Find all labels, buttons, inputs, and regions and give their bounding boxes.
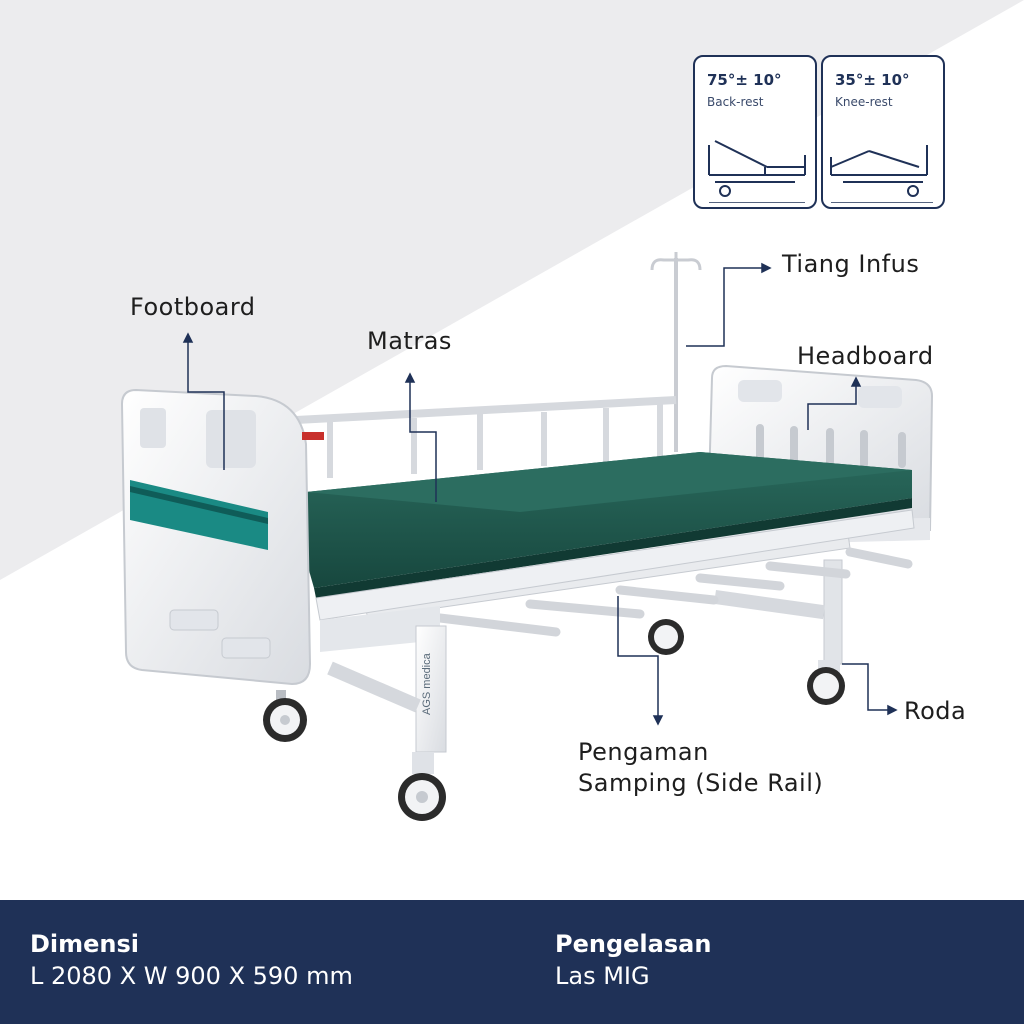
wheel-back-mid (648, 619, 684, 655)
label-footboard: Footboard (130, 293, 256, 321)
label-matras: Matras (367, 327, 452, 355)
backrest-angle: 75°± 10° (707, 71, 782, 89)
kneerest-angle-card: 35°± 10° Knee-rest (821, 55, 945, 209)
wheel-front-left (263, 690, 307, 742)
brand-mark: AGS medica (421, 652, 433, 715)
footboard (120, 388, 324, 686)
dimension-value: L 2080 X W 900 X 590 mm (30, 962, 353, 990)
arrow-right-icon (761, 262, 772, 274)
arrow-down-icon (652, 715, 664, 726)
label-side-rail-line1: Pengaman (578, 738, 709, 766)
side-rail-back (295, 396, 677, 478)
wheel-back-right (807, 660, 845, 705)
hospital-bed-illustration: AGS medica (120, 252, 934, 821)
iv-pole (650, 252, 702, 452)
callout-lines (182, 262, 898, 726)
mattress (306, 452, 912, 598)
wheel-front-right (398, 752, 446, 821)
bed-frame-front (315, 509, 915, 753)
welding-title: Pengelasan (555, 930, 712, 958)
label-roda: Roda (904, 697, 967, 725)
label-side-rail-line2: Samping (Side Rail) (578, 769, 824, 797)
kneerest-label: Knee-rest (835, 95, 893, 109)
welding-value: Las MIG (555, 962, 650, 990)
arrow-up-icon (404, 372, 416, 383)
kneerest-angle: 35°± 10° (835, 71, 910, 89)
dimension-title: Dimensi (30, 930, 140, 958)
backrest-diagram-icon (708, 140, 806, 203)
arrow-up-icon (182, 332, 194, 343)
arrow-right-icon (887, 704, 898, 716)
backrest-label: Back-rest (707, 95, 764, 109)
kneerest-diagram-icon (830, 145, 933, 203)
caster-wheels (263, 619, 845, 821)
label-tiang-infus: Tiang Infus (782, 250, 920, 278)
backrest-angle-card: 75°± 10° Back-rest (693, 55, 817, 209)
arrow-up-icon (850, 376, 862, 387)
spec-footer: Dimensi L 2080 X W 900 X 590 mm Pengelas… (0, 900, 1024, 1024)
label-headboard: Headboard (797, 342, 934, 370)
